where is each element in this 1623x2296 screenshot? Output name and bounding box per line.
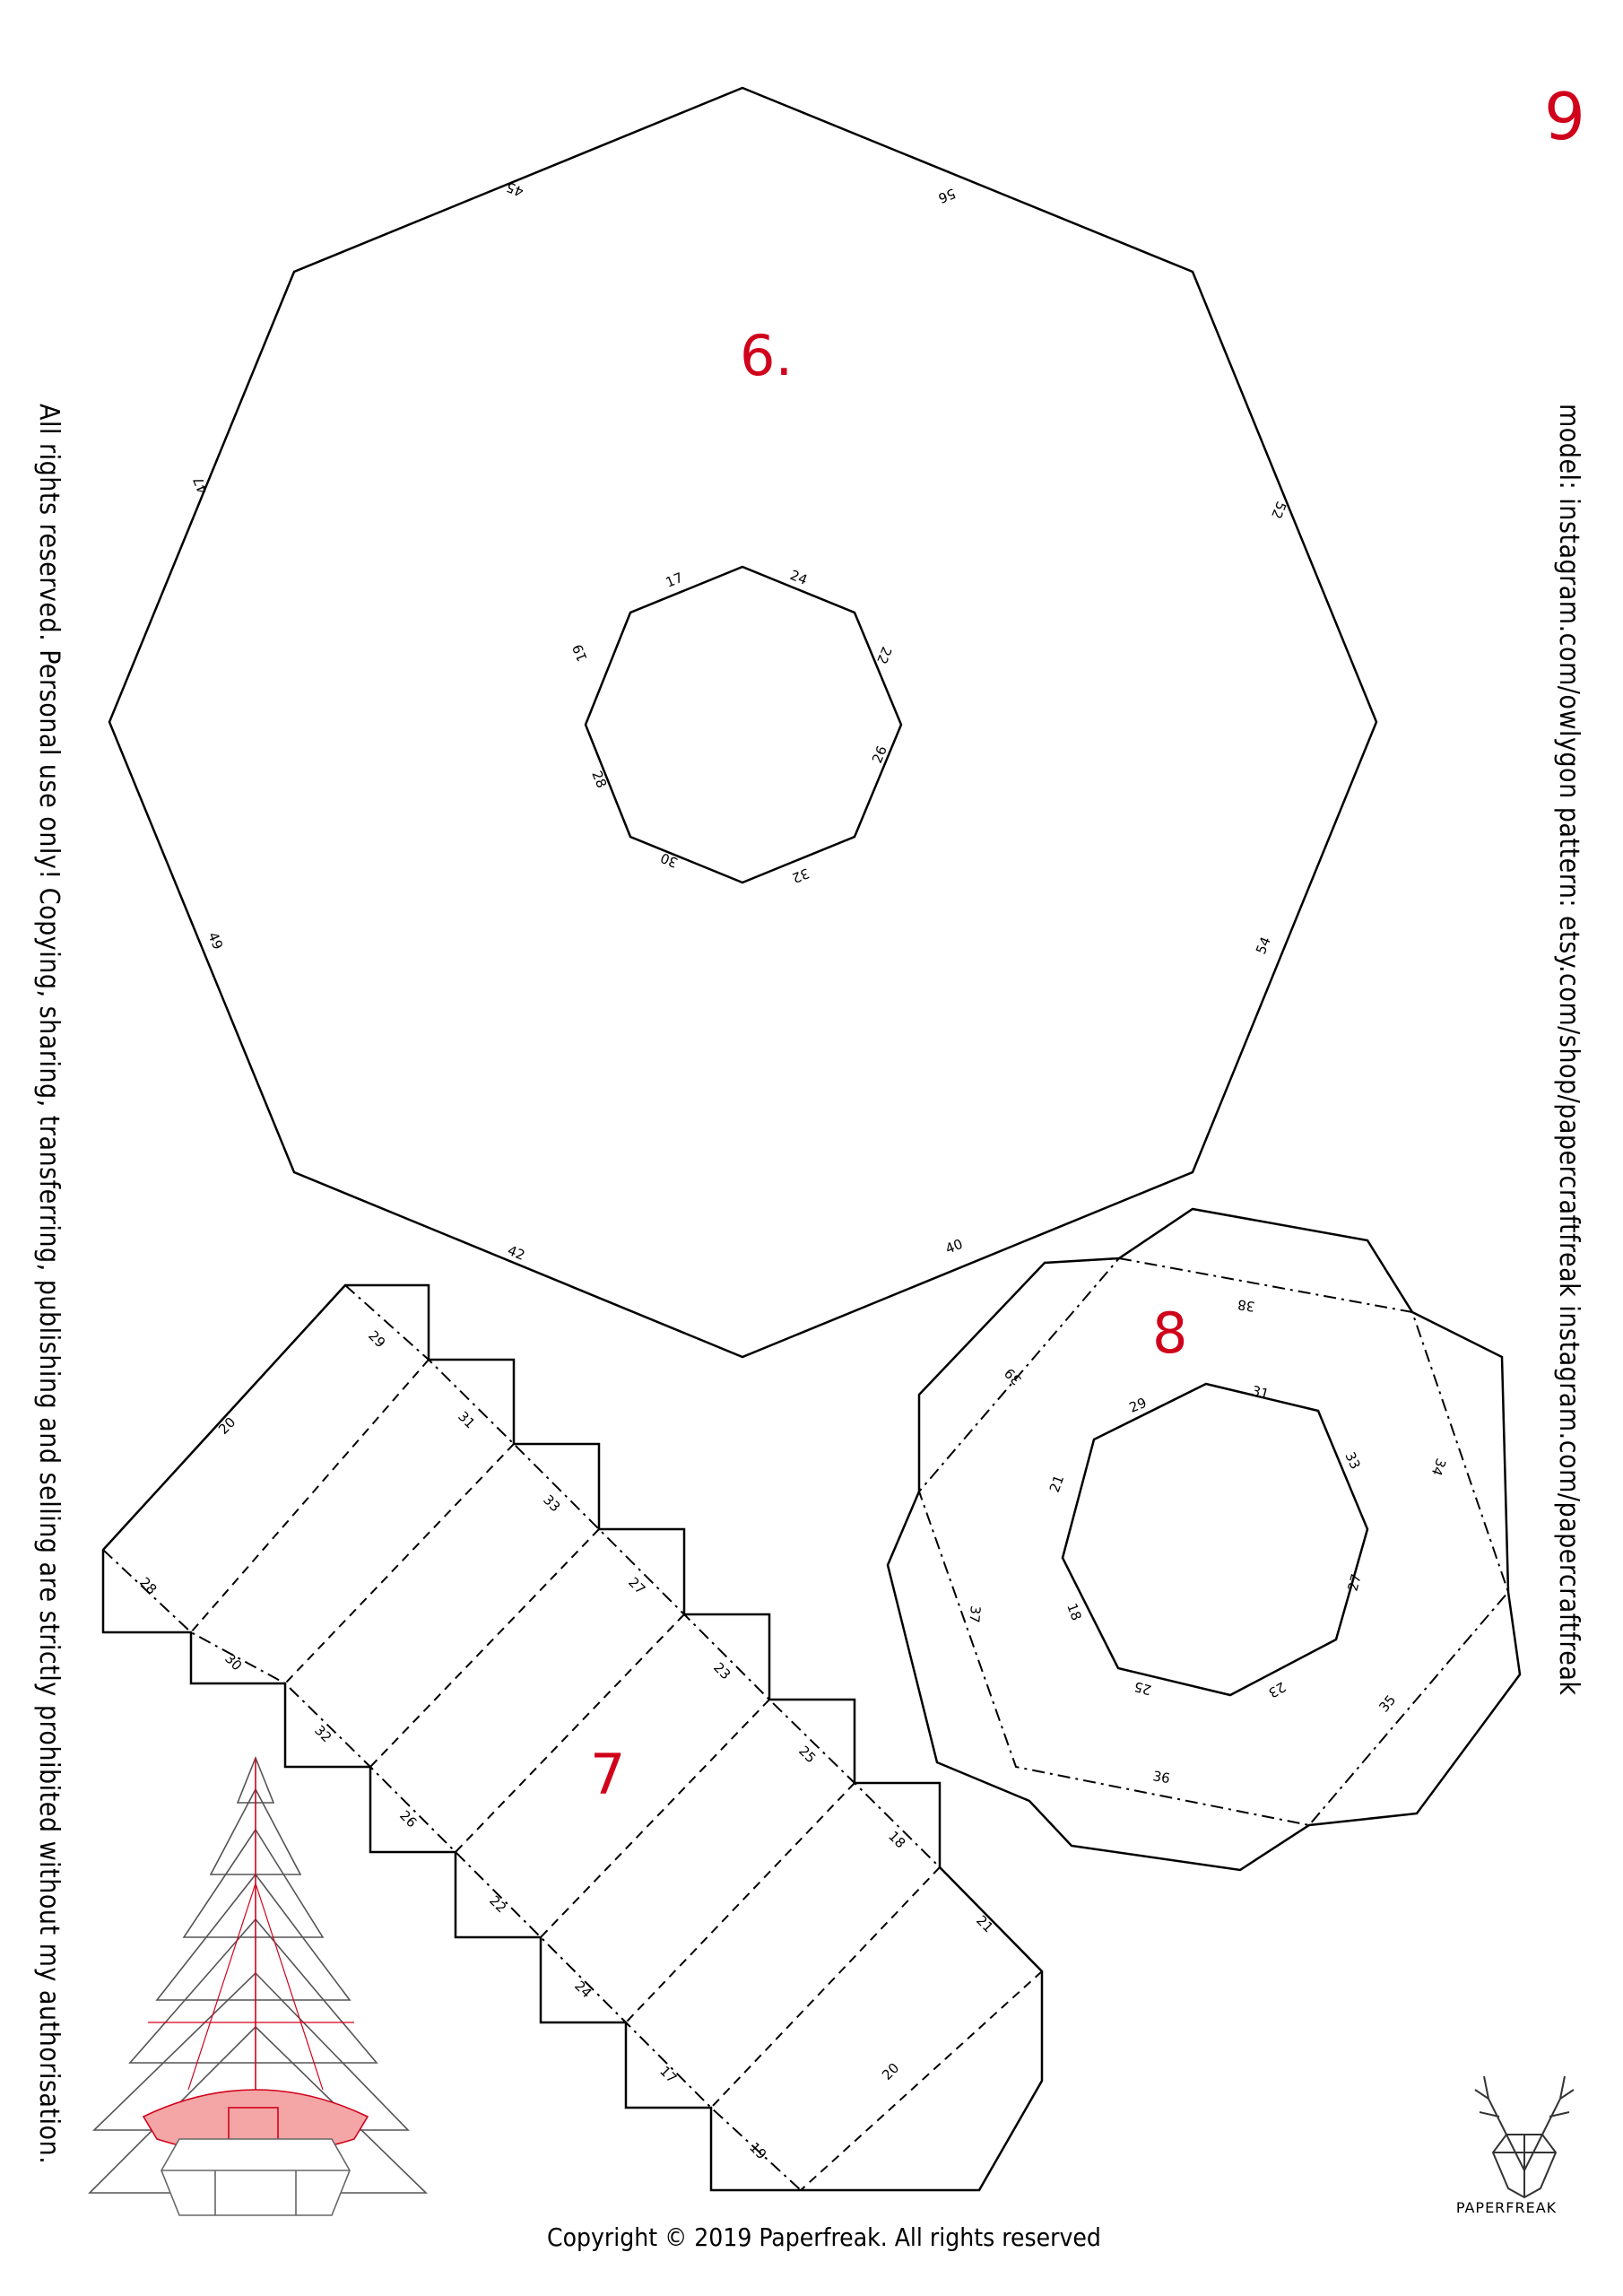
edge-number: 25	[1133, 1678, 1153, 1698]
piece-7-outline	[101, 1283, 1044, 2192]
tree-preview-illustration	[88, 1755, 428, 2216]
edge-number: 33	[1341, 1449, 1363, 1472]
piece-7	[101, 1283, 1044, 2192]
piece-8-outer-outline	[886, 1207, 1522, 1872]
edge-number: 39	[1002, 1365, 1025, 1388]
credits-notice: model: instagram.com/owlygon pattern: et…	[1553, 404, 1584, 1696]
page-number: 9	[1544, 79, 1585, 154]
edge-number: 54	[1253, 935, 1274, 956]
edge-number: 28	[136, 1574, 160, 1597]
edge-number: 29	[1127, 1395, 1149, 1416]
edge-number: 24	[571, 1978, 595, 2001]
edge-number: 26	[396, 1807, 420, 1831]
edge-number: 17	[664, 570, 685, 591]
edge-number: 22	[486, 1892, 509, 1916]
piece-8-fold-lines	[917, 1257, 1510, 1827]
rights-notice: All rights reserved. Personal use only! …	[33, 404, 65, 2165]
edge-number: 26	[869, 744, 890, 765]
piece-6	[108, 86, 1378, 1359]
edge-number: 30	[658, 849, 680, 871]
piece-6-inner-octagon	[584, 565, 903, 884]
edge-number: 28	[588, 769, 610, 790]
edge-number: 45	[504, 178, 525, 200]
piece-6-outer-octagon	[108, 86, 1378, 1359]
brand-name: PAPERFREAK	[1455, 2199, 1558, 2216]
edge-number: 27	[625, 1574, 648, 1597]
edge-number: 38	[1237, 1296, 1255, 1314]
edge-number: 33	[540, 1492, 563, 1515]
edge-number: 42	[506, 1242, 527, 1264]
piece-8-inner-octagon	[1061, 1382, 1369, 1697]
edge-number: 31	[1250, 1382, 1271, 1402]
piece-7-tab-lines	[102, 1284, 1043, 2191]
piece-7-fold-lines	[190, 1359, 1043, 2191]
edge-number: 24	[788, 567, 810, 588]
edge-number: 47	[190, 474, 212, 496]
edge-number: 40	[943, 1236, 965, 1257]
edge-number: 23	[710, 1659, 733, 1683]
edge-number: 35	[1376, 1692, 1399, 1715]
edge-number: 18	[1063, 1601, 1084, 1622]
edge-number: 21	[973, 1912, 996, 1935]
edge-number: 56	[936, 185, 958, 206]
piece-6-edge-numbers: 45 56 47 52 49 54 42 40 17 24 19 22 28 2…	[190, 178, 1289, 1264]
edge-number: 34	[1428, 1457, 1449, 1478]
edge-number: 32	[311, 1722, 334, 1745]
edge-number: 19	[569, 642, 591, 664]
edge-number: 18	[885, 1828, 908, 1851]
edge-number: 37	[966, 1605, 984, 1624]
edge-number: 21	[1046, 1473, 1067, 1494]
footer-copyright: Copyright © 2019 Paperfreak. All rights …	[547, 2222, 1101, 2252]
edge-number: 31	[455, 1408, 478, 1431]
edge-number: 36	[1151, 1768, 1171, 1787]
edge-number: 29	[365, 1327, 388, 1351]
piece-8	[886, 1207, 1522, 1872]
edge-number: 49	[204, 930, 226, 952]
edge-number: 25	[795, 1743, 819, 1766]
edge-number: 22	[873, 645, 895, 666]
piece-6-label: 6.	[740, 323, 793, 388]
edge-number: 30	[221, 1650, 245, 1674]
piece-8-label: 8	[1152, 1300, 1187, 1366]
edge-number: 17	[656, 2063, 680, 2086]
edge-number: 20	[879, 2060, 902, 2083]
piece-7-label: 7	[590, 1742, 625, 1807]
edge-number: 20	[215, 1414, 239, 1438]
deer-logo-icon	[1474, 2075, 1575, 2199]
edge-number: 32	[790, 865, 812, 886]
edge-number: 23	[1265, 1679, 1289, 1701]
piece-8-edge-numbers: 38 39 34 37 35 36 29 31 21 33 18 27 25 2…	[966, 1296, 1449, 1787]
edge-number: 52	[1268, 500, 1289, 521]
edge-number: 27	[1344, 1572, 1364, 1593]
